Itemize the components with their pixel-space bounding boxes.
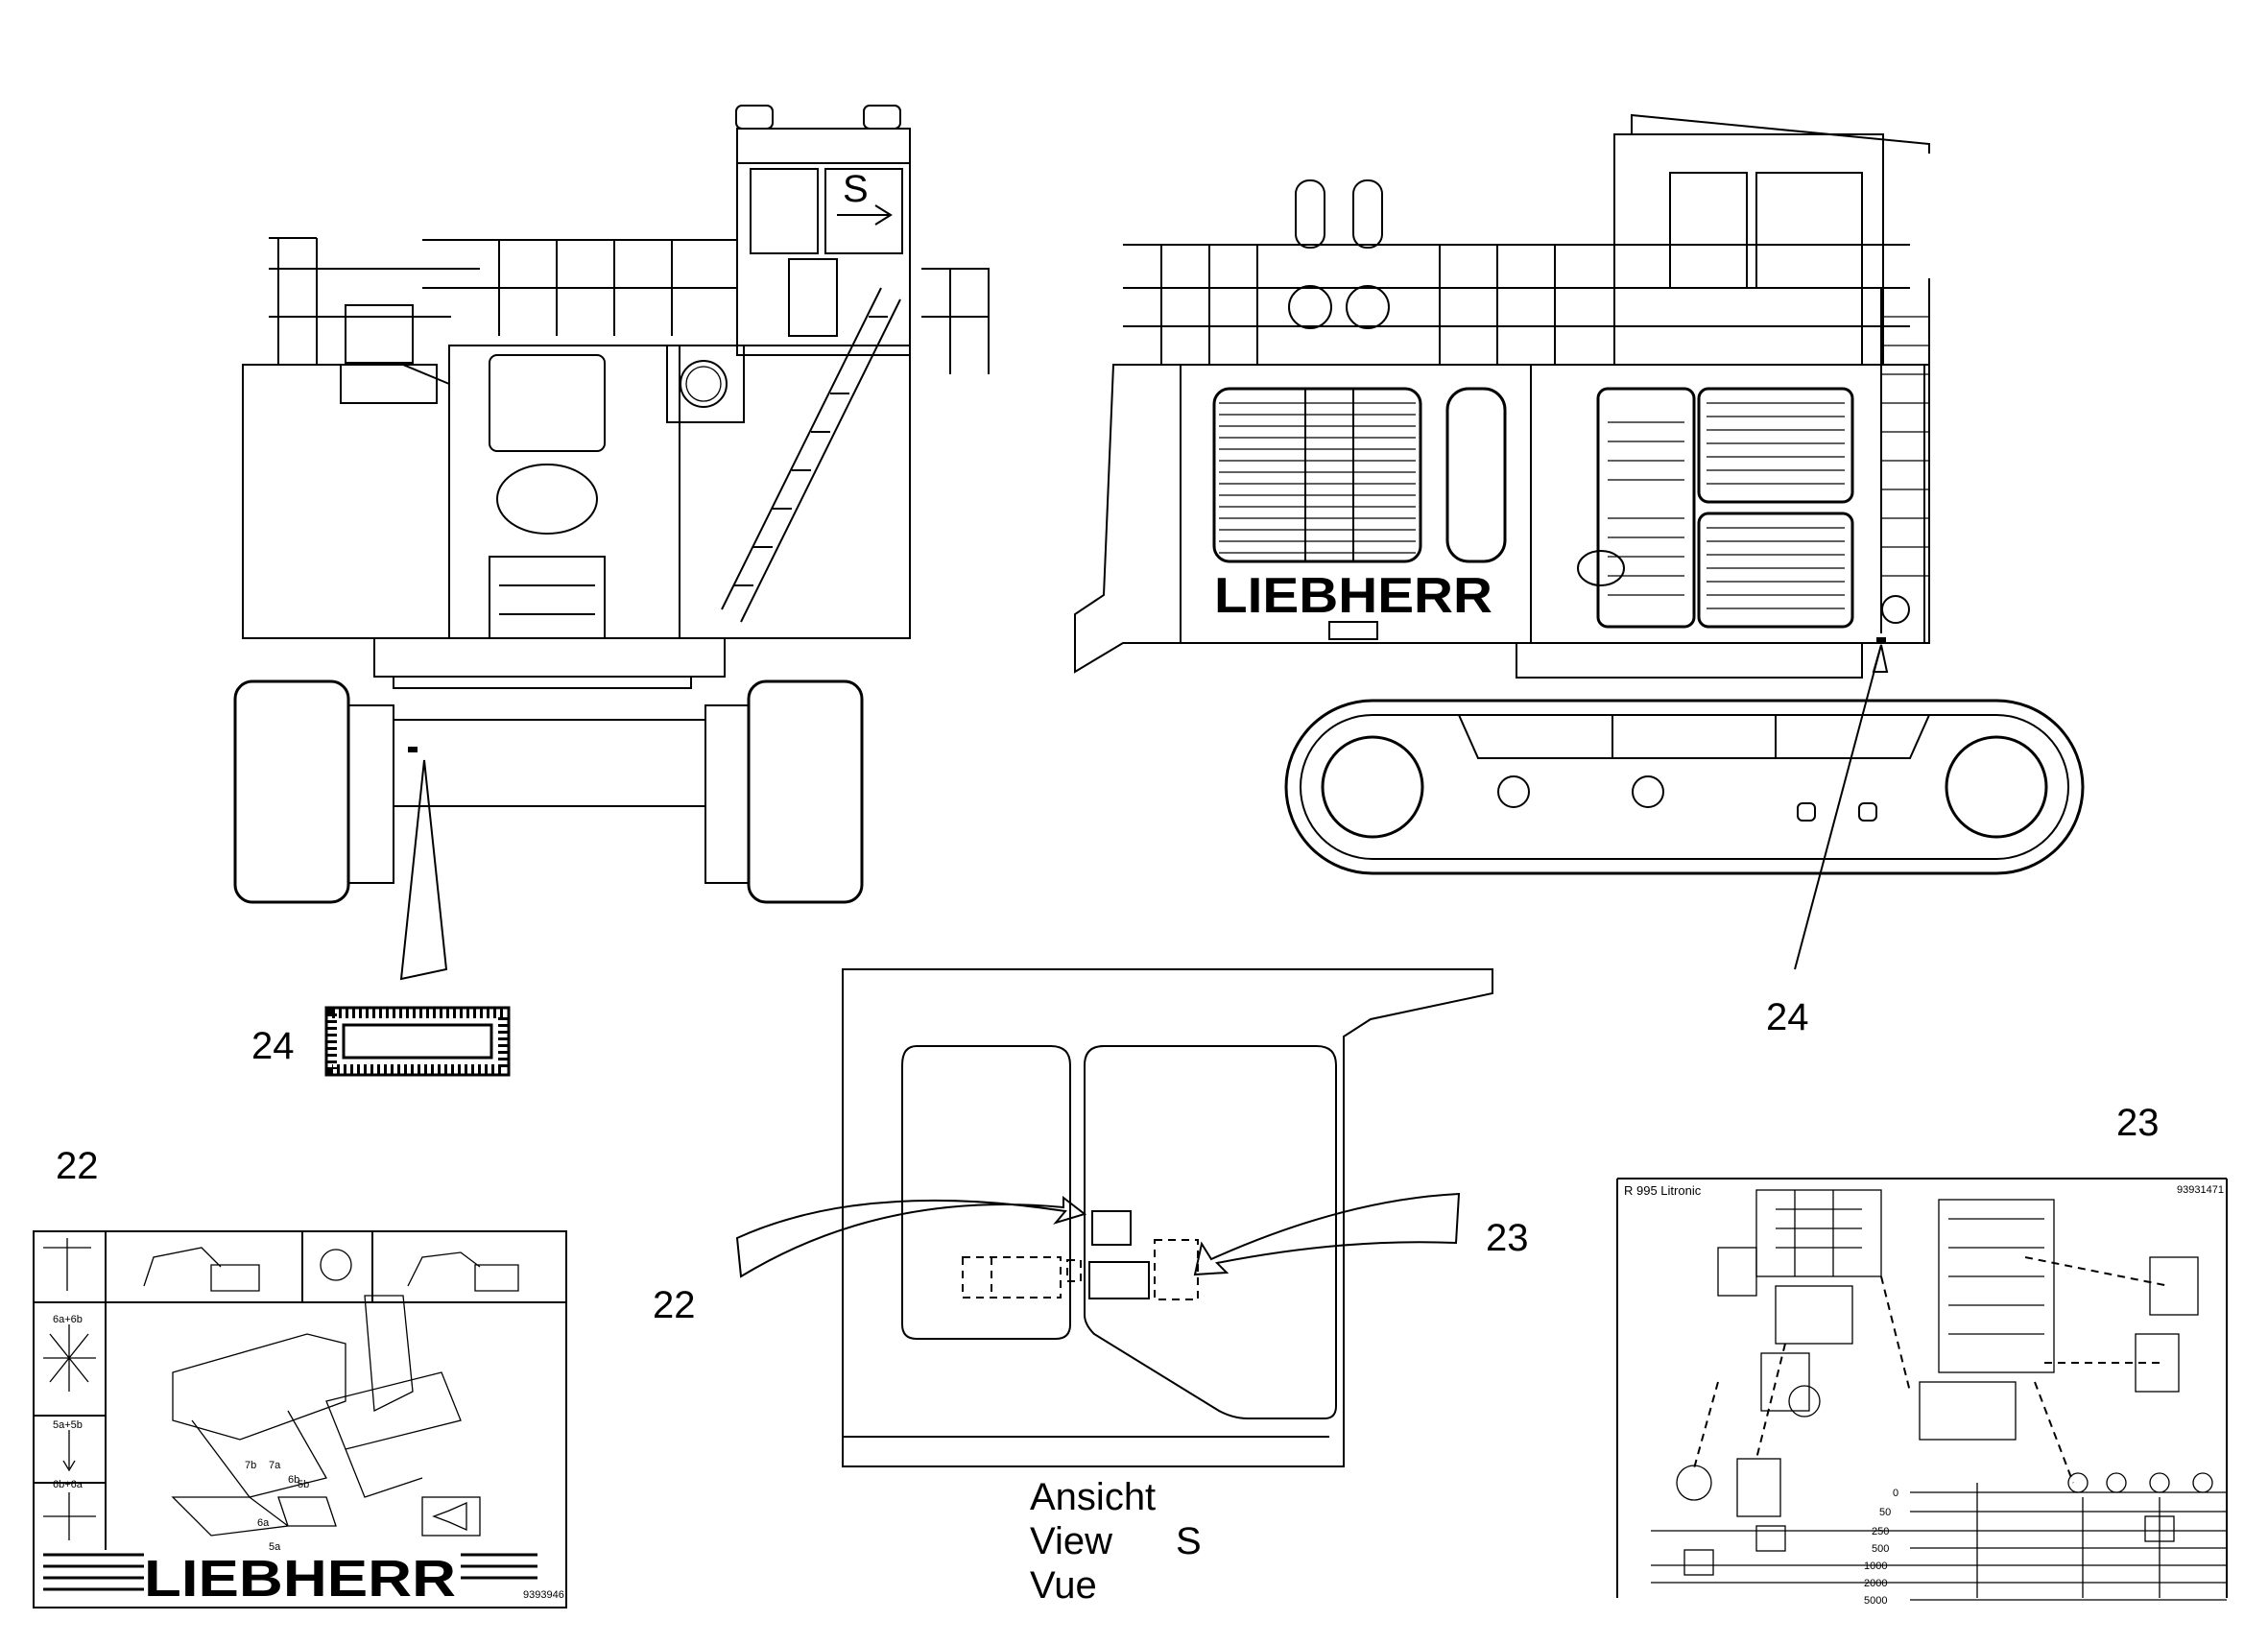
- decal-22-operator-controls: 6a+6b 5a+5b 6b+6a 6a 6b 7a 7b 5a 5b LIEB…: [33, 1230, 567, 1608]
- callout-22-label: 22: [56, 1145, 99, 1187]
- arrow-label-5a: 5a: [269, 1541, 281, 1553]
- scale-2000: 2000: [1864, 1578, 1887, 1589]
- arrow-label-6b6a: 6b+6a: [53, 1479, 84, 1490]
- arrow-label-6b: 6b: [288, 1474, 299, 1486]
- decal-23-model: R 995 Litronic: [1624, 1183, 1702, 1198]
- callout-24-left: 24: [251, 1025, 295, 1067]
- excavator-side-view: LIEBHERR: [1074, 113, 2085, 970]
- callout-24-right: 24: [1766, 996, 1809, 1038]
- cab-view-marker: S: [843, 168, 869, 210]
- scale-1000: 1000: [1864, 1561, 1887, 1572]
- body-brand-logo: LIEBHERR: [1214, 568, 1492, 624]
- decal-24-marker-front: [408, 747, 418, 752]
- arrow-label-5b: 5b: [298, 1479, 309, 1490]
- excavator-front-view: S: [233, 105, 990, 981]
- decal-24-marker-side: [1876, 637, 1886, 644]
- cab-interior-view-s: [735, 968, 1493, 1467]
- decal-23-service-chart: R 995 Litronic 93931471 0 50 250 500 100…: [1616, 1178, 2228, 1607]
- view-caption-letter: S: [1176, 1520, 1202, 1562]
- engine-cooler-fins: [1608, 402, 1845, 609]
- arrow-label-7a: 7a: [269, 1460, 281, 1471]
- decal-22-brand-logo: LIEBHERR: [144, 1550, 456, 1608]
- scale-50: 50: [1879, 1507, 1891, 1518]
- decal-22-part-number: 9393946: [523, 1589, 564, 1601]
- scale-0: 0: [1893, 1488, 1898, 1499]
- callout-23-arrow: 23: [1486, 1217, 1529, 1259]
- view-caption-view: View: [1030, 1520, 1112, 1562]
- view-caption-vue: Vue: [1030, 1564, 1097, 1607]
- decal-24-detail: [324, 1006, 511, 1077]
- callout-23-label: 23: [2116, 1102, 2160, 1144]
- decal-23-code: 93931471: [2177, 1184, 2224, 1196]
- arrow-label-5a5b: 5a+5b: [53, 1419, 83, 1431]
- view-caption-ansicht: Ansicht: [1030, 1476, 1156, 1518]
- radiator-grille: [1219, 389, 1416, 561]
- horn-icon: [432, 1501, 467, 1532]
- arrow-icon: [43, 1324, 96, 1540]
- arrow-label-6a6b: 6a+6b: [53, 1314, 83, 1325]
- scale-500: 500: [1872, 1543, 1889, 1555]
- scale-250: 250: [1872, 1526, 1889, 1537]
- callout-22-arrow: 22: [653, 1284, 696, 1326]
- arrow-label-7b: 7b: [245, 1460, 256, 1471]
- scale-5000: 5000: [1864, 1595, 1887, 1607]
- arrow-label-6a: 6a: [257, 1517, 270, 1529]
